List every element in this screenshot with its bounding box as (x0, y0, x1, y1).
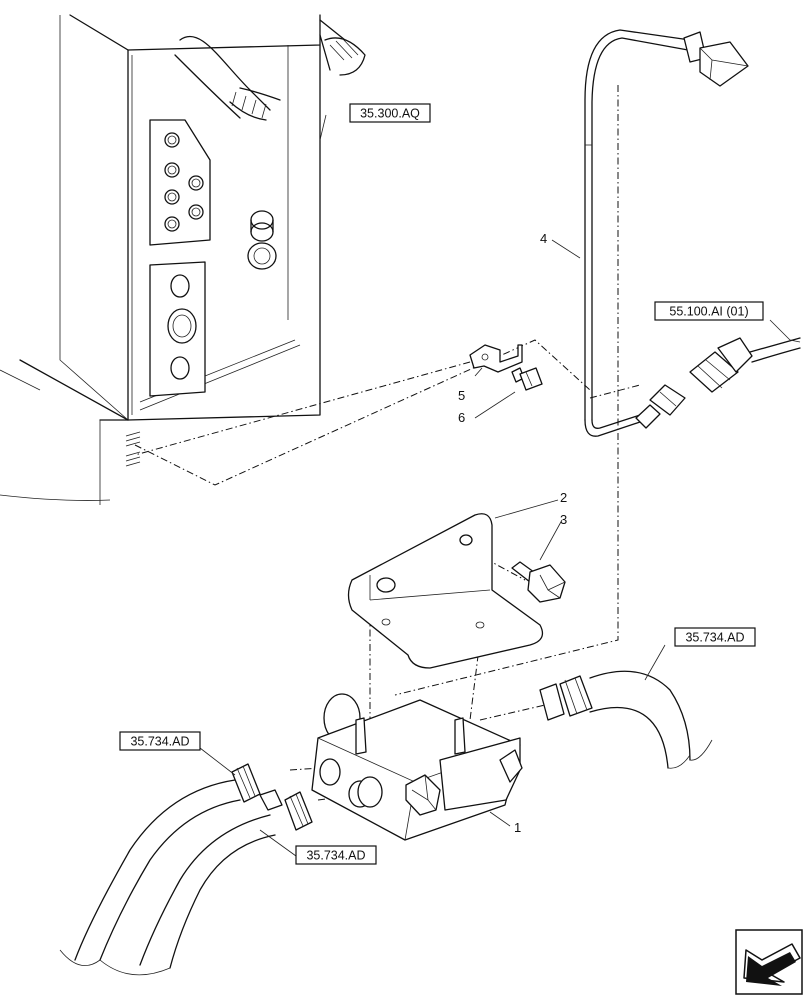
leader-lines (199, 114, 791, 857)
hydraulic-tank (0, 14, 366, 505)
mating-connector (689, 337, 801, 393)
valve-block (311, 693, 523, 841)
svg-text:35.300.AQ: 35.300.AQ (360, 107, 420, 121)
ref-box-tank[interactable]: 35.300.AQ (349, 103, 431, 123)
callout-5: 5 (458, 388, 465, 403)
callout-3: 3 (560, 512, 567, 527)
ref-box-hose-left-top[interactable]: 35.734.AD (119, 731, 201, 751)
callout-1: 1 (514, 820, 521, 835)
assembly-lines (134, 85, 641, 801)
callout-6: 6 (458, 410, 465, 425)
mounting-bracket (347, 513, 566, 669)
callout-2: 2 (560, 490, 567, 505)
sensor-harness (584, 29, 749, 437)
ref-box-sensor[interactable]: 55.100.AI (01) (654, 301, 764, 321)
svg-text:35.734.AD: 35.734.AD (130, 735, 189, 749)
hose-right (539, 670, 713, 769)
ref-box-hose-left-bottom[interactable]: 35.734.AD (295, 845, 377, 865)
ref-box-hose-right[interactable]: 35.734.AD (674, 627, 756, 647)
hoses-left (59, 763, 313, 976)
callout-4: 4 (540, 231, 547, 246)
svg-text:55.100.AI (01): 55.100.AI (01) (669, 305, 748, 319)
svg-text:35.734.AD: 35.734.AD (685, 631, 744, 645)
svg-text:35.734.AD: 35.734.AD (306, 849, 365, 863)
clip-and-screw (469, 344, 543, 391)
nav-arrow-icon[interactable] (735, 929, 803, 995)
